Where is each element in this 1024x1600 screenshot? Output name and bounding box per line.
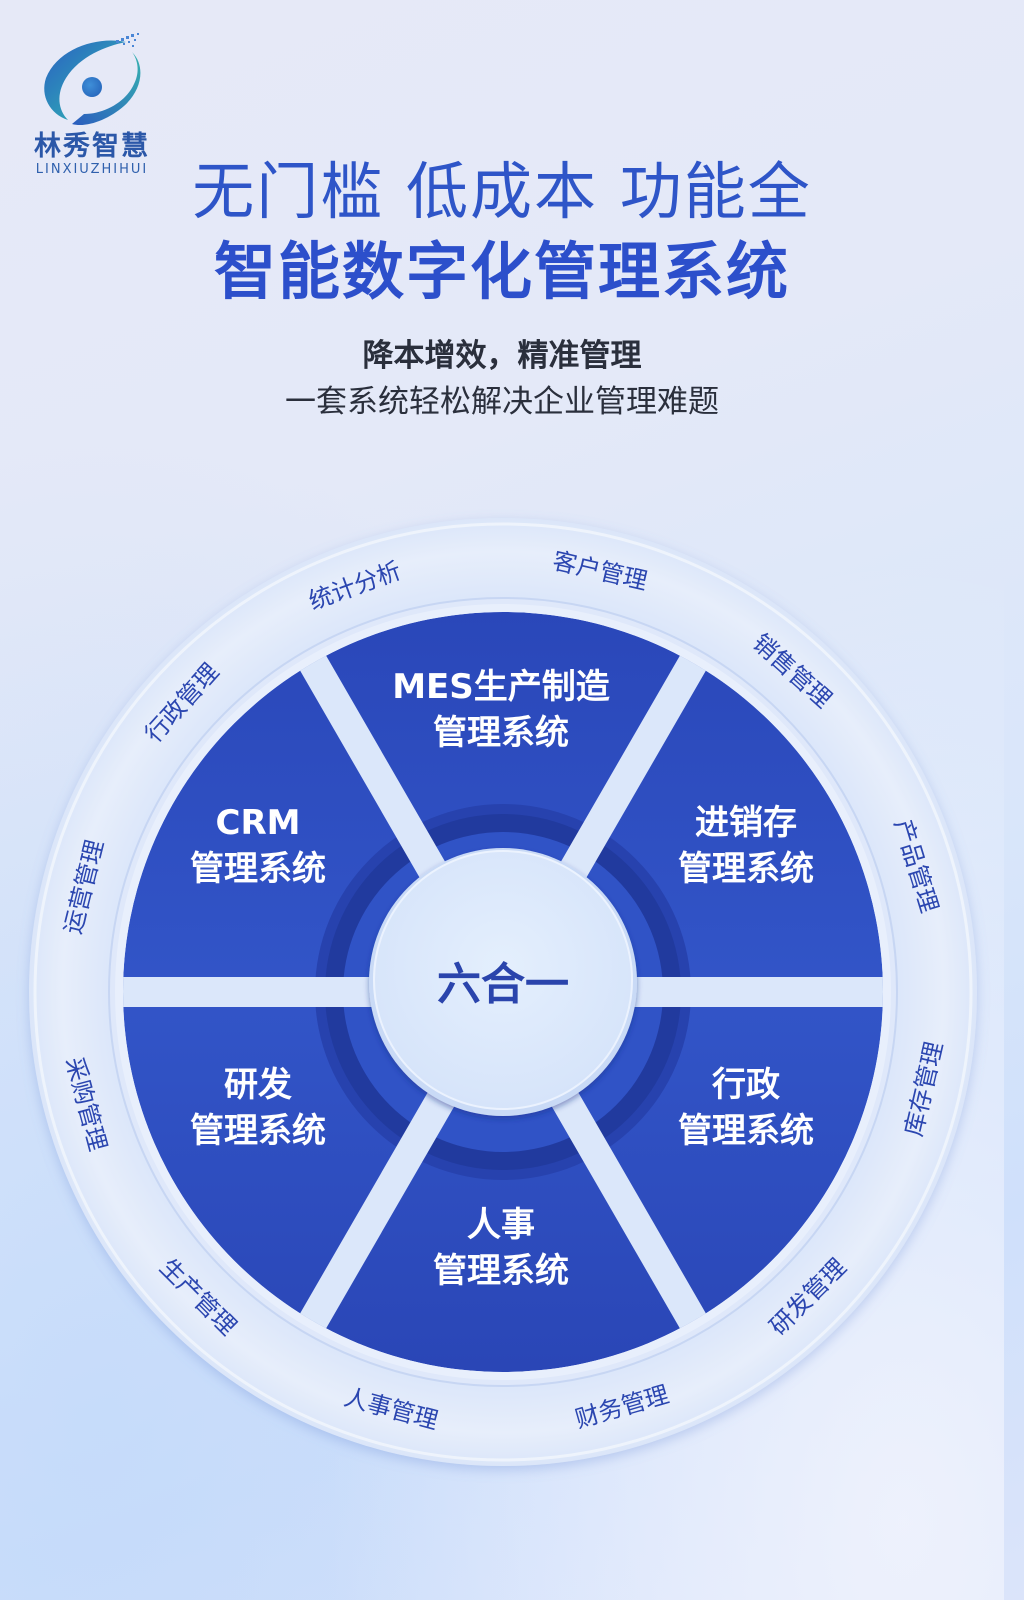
headline-line2: 智能数字化管理系统	[213, 235, 790, 308]
segment-rnd-line1: 研发	[224, 1065, 292, 1105]
headline-line1: 无门槛 低成本 功能全	[192, 155, 812, 228]
segment-admin: 行政 管理系统	[678, 1062, 814, 1154]
segment-mes: MES生产制造 管理系统	[392, 664, 610, 756]
segment-admin-line1: 行政	[712, 1065, 780, 1105]
center-hub	[373, 850, 633, 1110]
segment-inventory-line1: 进销存	[695, 803, 797, 843]
segment-crm-line2: 管理系统	[190, 849, 326, 889]
segment-mes-line1: MES生产制造	[392, 667, 610, 707]
subheadline-bold: 降本增效，精准管理	[362, 338, 642, 374]
segment-hr-line2: 管理系统	[433, 1251, 569, 1291]
center-label: 六合一	[437, 959, 569, 1010]
subheadline-regular: 一套系统轻松解决企业管理难题	[285, 384, 719, 420]
segment-rnd: 研发 管理系统	[190, 1062, 326, 1154]
brand-name-cn: 林秀智慧	[34, 131, 150, 162]
swirl-orbit-logo-icon	[44, 33, 141, 126]
segment-crm-line1: CRM	[215, 803, 301, 843]
segment-inventory-line2: 管理系统	[678, 849, 814, 889]
segment-crm: CRM 管理系统	[190, 800, 326, 892]
segment-mes-line2: 管理系统	[432, 713, 569, 753]
brand-name-en: LINXIUZHIHUI	[35, 162, 149, 177]
segment-hr: 人事 管理系统	[433, 1202, 569, 1294]
segment-admin-line2: 管理系统	[678, 1111, 814, 1151]
segment-hr-line1: 人事	[467, 1205, 535, 1245]
brand-logo: 林秀智慧 LINXIUZHIHUI	[22, 18, 162, 178]
segment-inventory: 进销存 管理系统	[678, 800, 814, 892]
segment-rnd-line2: 管理系统	[190, 1111, 326, 1151]
